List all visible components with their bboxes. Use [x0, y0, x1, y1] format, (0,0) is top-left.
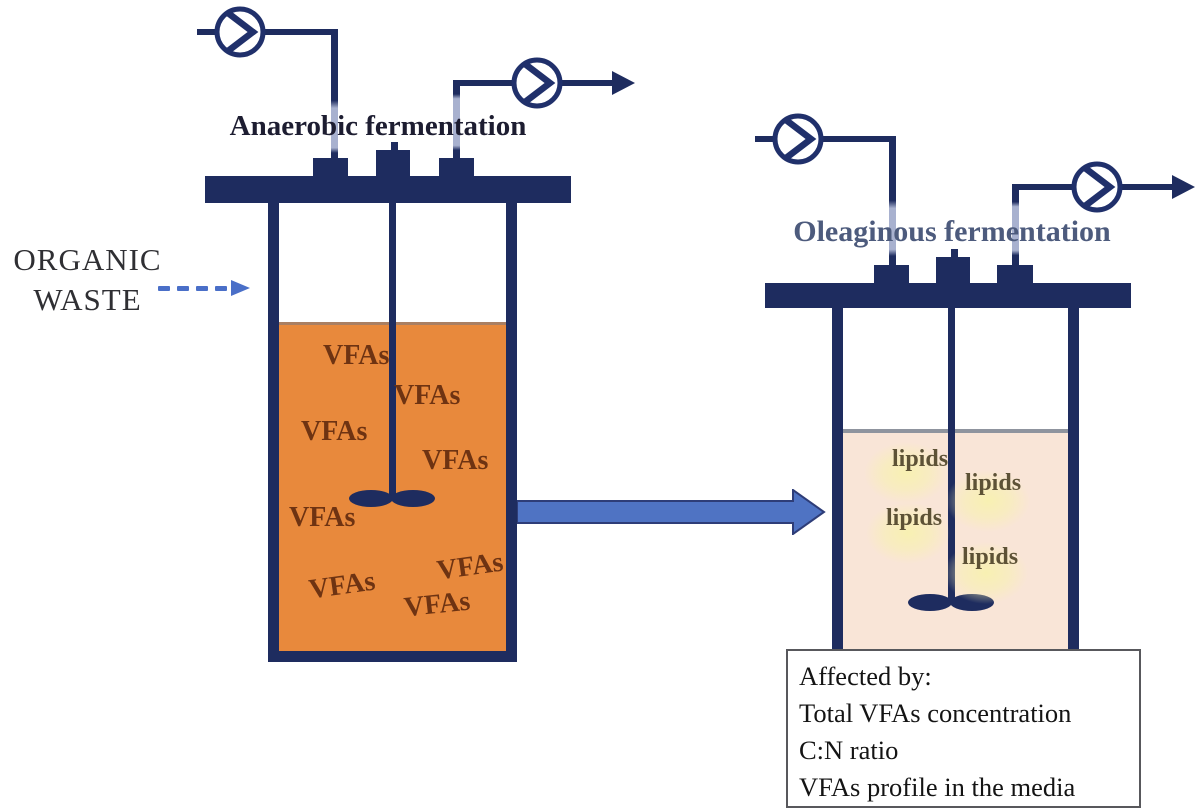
inlet-pipe-riser	[889, 136, 896, 265]
vfas-label: VFAs	[422, 445, 489, 476]
lipids-label: lipids	[886, 505, 943, 531]
reactor-wall-right	[506, 203, 517, 662]
organic-waste-line2: WASTE	[33, 282, 142, 317]
outlet-pipe-horizontal	[1012, 184, 1078, 190]
lid-port-center	[376, 150, 410, 178]
organic-waste-label: ORGANIC WASTE	[0, 240, 175, 320]
outlet-arrowhead-icon	[1172, 175, 1195, 199]
pump-icon	[214, 6, 266, 58]
outlet-pipe-riser	[1012, 184, 1019, 265]
affected-by-box: Affected by: Total VFAs concentration C:…	[786, 649, 1141, 808]
lipids-label: lipids	[892, 446, 949, 472]
lipids-label: lipids	[965, 470, 1022, 496]
affected-by-line: VFAs profile in the media	[799, 772, 1076, 802]
reactor-bottom	[268, 648, 517, 662]
oleaginous-title: Oleaginous fermentation	[793, 215, 1111, 248]
lipids-label: lipids	[962, 544, 1019, 570]
dashed-arrowhead-icon	[231, 280, 250, 296]
lipid-glow	[946, 470, 1030, 532]
stirrer-shaft	[948, 308, 955, 602]
organic-waste-line1: ORGANIC	[13, 242, 162, 277]
lid-port	[997, 265, 1033, 285]
lid-port-center	[936, 257, 970, 285]
reactor-lid	[205, 176, 571, 203]
pump-icon	[1071, 161, 1123, 213]
anaerobic-title: Anaerobic fermentation	[229, 110, 527, 142]
vfas-label: VFAs	[323, 340, 390, 371]
reactor-wall-left	[268, 203, 279, 662]
lid-port	[313, 158, 348, 178]
liquid-surface-line	[843, 429, 1068, 433]
affected-by-line: Affected by:	[799, 661, 932, 691]
reactor-wall-left	[832, 308, 843, 655]
vfas-label: VFAs	[394, 380, 461, 411]
inlet-pipe-horizontal	[820, 136, 896, 142]
vfas-label: VFAs	[289, 502, 356, 533]
inlet-pipe-horizontal	[262, 29, 338, 35]
lid-port	[874, 265, 909, 285]
vfas-label: VFAs	[301, 416, 368, 447]
outlet-arrow-line	[558, 80, 616, 86]
lid-probe-stub	[951, 249, 958, 259]
affected-by-line: Total VFAs concentration	[799, 698, 1072, 728]
flow-arrow-icon	[517, 489, 826, 535]
pump-icon	[772, 113, 824, 165]
stirrer-shaft	[389, 203, 396, 499]
affected-by-line: C:N ratio	[799, 735, 899, 765]
outlet-arrow-line	[1119, 184, 1175, 190]
reactor-wall-right	[1068, 308, 1079, 655]
outlet-pipe-riser	[453, 80, 460, 158]
inlet-stub-pipe	[197, 29, 218, 35]
outlet-arrowhead-icon	[612, 71, 635, 95]
lid-probe-stub	[391, 142, 398, 152]
lipid-glow	[944, 542, 1028, 604]
reactor-lid	[765, 283, 1131, 308]
lid-port	[439, 158, 474, 178]
outlet-pipe-horizontal	[453, 80, 517, 86]
lipid-glow	[864, 442, 948, 504]
lipid-glow	[866, 502, 950, 564]
inlet-stub-pipe	[755, 136, 778, 142]
pump-icon	[511, 57, 563, 109]
inlet-pipe-riser	[331, 30, 338, 158]
